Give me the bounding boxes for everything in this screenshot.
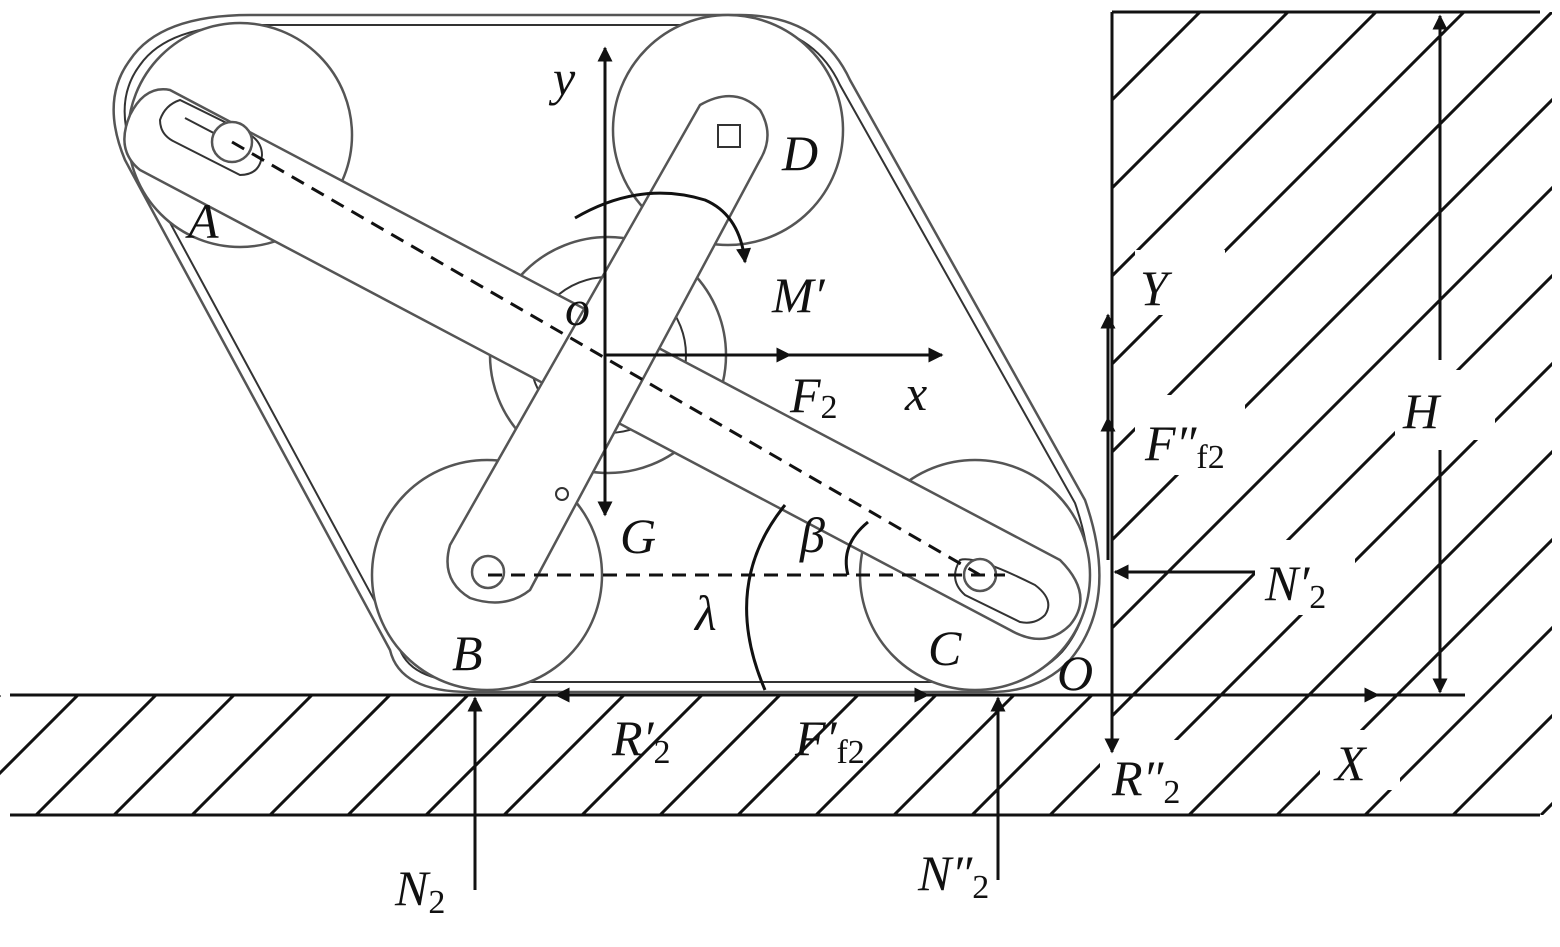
hatch-line xyxy=(1112,185,1552,631)
hatch-line xyxy=(1187,449,1552,815)
arm-b-d xyxy=(446,94,769,604)
label-y-global: Y xyxy=(1140,260,1173,316)
hatch-line xyxy=(1539,801,1552,815)
label-n2-prime: N′2 xyxy=(1264,555,1326,616)
hatch-line xyxy=(0,695,80,776)
hatch-line xyxy=(502,695,626,815)
label-f2: F2 xyxy=(789,367,838,426)
label-lambda: λ xyxy=(693,585,717,641)
hatch-line xyxy=(814,695,938,815)
label-a: A xyxy=(185,193,219,249)
angle-lambda-arc xyxy=(745,504,787,691)
label-ff2-pp: F″f2 xyxy=(1144,415,1225,476)
hatch-line xyxy=(1363,625,1552,815)
hatch-line xyxy=(580,695,704,815)
label-b: B xyxy=(452,625,483,681)
moment-arrow xyxy=(574,191,752,264)
hatch-line xyxy=(424,695,548,815)
line-a-c xyxy=(231,140,981,577)
label-c: C xyxy=(928,620,962,676)
hatch-line xyxy=(1112,12,1290,191)
label-d: D xyxy=(781,125,818,181)
label-beta: β xyxy=(799,507,825,563)
label-moment: M′ xyxy=(771,267,826,323)
hatch-line xyxy=(346,695,470,815)
label-x-local: x xyxy=(904,365,927,421)
label-r2-pp: R″2 xyxy=(1111,750,1180,811)
hatch-line xyxy=(268,695,392,815)
hatch-line xyxy=(1112,361,1552,807)
label-h: H xyxy=(1402,383,1442,439)
label-n2: N2 xyxy=(394,860,445,921)
ground-hatching xyxy=(0,695,1112,815)
ground-block xyxy=(0,693,1540,817)
angle-beta-arc xyxy=(844,520,869,576)
hatch-line xyxy=(1112,12,1378,279)
hatch-line xyxy=(970,695,1094,815)
label-o-global: O xyxy=(1057,645,1093,701)
hatch-line xyxy=(34,695,158,815)
label-g: G xyxy=(620,508,656,564)
label-n2-pp: N″2 xyxy=(917,845,989,906)
hatch-line xyxy=(1112,12,1466,367)
label-ff2-prime: F′f2 xyxy=(794,710,865,771)
label-x-global: X xyxy=(1333,735,1368,791)
hatch-line xyxy=(190,695,314,815)
hatch-line xyxy=(892,695,1016,815)
label-y-local: y xyxy=(548,50,576,106)
label-o-local: o xyxy=(565,280,590,336)
hatch-line xyxy=(112,695,236,815)
hatch-line xyxy=(658,695,782,815)
hatch-line xyxy=(1275,537,1552,815)
hatch-line xyxy=(736,695,860,815)
label-r2-prime: R′2 xyxy=(611,710,670,771)
wall-block xyxy=(1100,10,1552,815)
